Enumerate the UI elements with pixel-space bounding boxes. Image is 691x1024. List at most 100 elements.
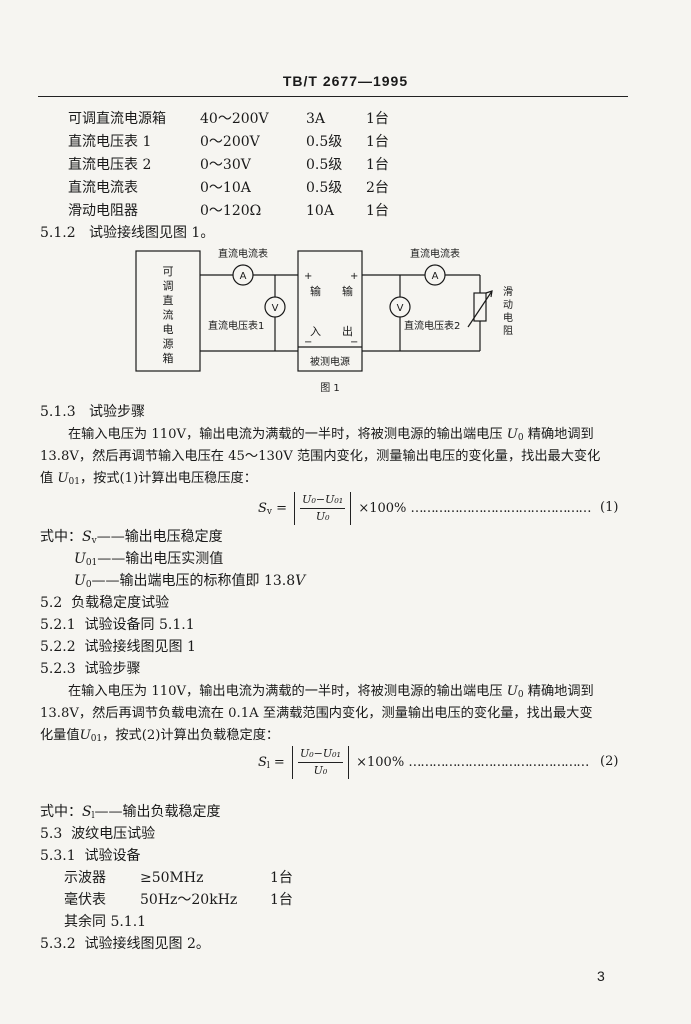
var-subscript: 0 [517,690,524,700]
table-cell-name: 直流电压表 1 [68,134,152,150]
table-cell-range: 50Hz～20kHz [140,892,238,908]
section-5-1-3-para-line-1: 在输入电压为 110V，输出电流为满载的一半时，将被测电源的输出端电压 U0 精… [68,426,594,447]
voltmeter-left-label: 直流电压表1 [208,319,264,332]
section-number: 5.3.1 [40,848,76,864]
voltmeter-right-icon [389,296,411,318]
resistor-vertical-label: 滑动电阻 [503,286,513,337]
section-text: 负载稳定度试验 [71,595,170,611]
table-cell-range: 0～30V [200,157,251,173]
where-1-item-2: U01——输出电压实测值 [74,550,223,572]
eq-numerator: U₀−U₀₁ [297,746,343,763]
section-title: 试验步骤 [84,661,141,677]
eq-lhs-sub: v [266,507,272,517]
ammeter-left-icon [232,264,254,286]
ammeter-right-icon [424,264,446,286]
voltmeter-left-icon [264,296,286,318]
table-cell-qty: 1台 [366,134,389,150]
where-lead: 式中： [40,804,82,820]
section-number: 5.2.3 [40,661,76,677]
section-number: 5.1.2 [40,225,76,241]
where-text: ——输出端电压的标称值即 13.8 [91,573,296,589]
table-cell-qty: 2台 [366,180,389,196]
where-unit: V [295,573,306,589]
section-text: 试验设备 [84,848,141,864]
var-symbol: U [506,684,518,699]
section-5-3: 5.3 波纹电压试验 [40,825,155,843]
section-text: 波纹电压试验 [71,826,156,842]
where-2-item-1: 式中：Sl——输出负载稳定度 [40,803,220,825]
section-5-2-1: 5.2.1 试验设备同 5.1.1 [40,616,195,634]
section-5-1-3-para-line-2: 13.8V，然后再调节输入电压在 45～130V 范围内变化，测量输出电压的变化… [40,449,601,464]
eq-dots: ……………………………………… [408,755,589,770]
section-text: 试验设备同 5.1.1 [84,617,195,633]
vertical-label-char: 直 [163,293,174,307]
ammeter-right-label: 直流电流表 [410,247,460,260]
eq-denominator: U₀ [315,510,330,523]
section-text: 试验接线图见图 1 [84,639,196,655]
table-cell-name: 可调直流电源箱 [68,111,166,127]
figure-1-caption: 图 1 [320,382,340,394]
para-text: ，按式(1)计算出电压稳压度： [79,471,257,486]
table-cell-spec: 3A [306,111,326,127]
section-number: 5.2 [40,595,63,611]
section-number: 5.2.1 [40,617,76,633]
source-vertical-label: 可调直流电源箱 [163,265,174,365]
dut-input-label: 输 [310,284,321,298]
section-text: 试验接线图见图 1。 [88,225,215,241]
page-number: 3 [597,968,605,984]
standard-number: TB/T 2677—1995 [282,73,409,89]
eq-lhs: S [258,501,267,516]
para-text: 化量值 [40,728,80,743]
table-cell-spec: 0.5级 [306,134,343,150]
table-cell-range: ≥50MHz [140,870,204,886]
var-subscript: 01 [68,477,80,487]
section-5-1-3-para-line-3: 值 U01，按式(1)计算出电压稳压度： [40,470,257,491]
equation-1: Sv = U₀−U₀₁ U₀ ×100% ……………………………………… [258,492,592,525]
vertical-label-char: 流 [163,308,174,322]
section-number: 5.3 [40,826,63,842]
table-cell-spec: 0.5级 [306,180,343,196]
where-subscript: 0 [85,580,92,590]
section-5-2-3-para-line-1: 在输入电压为 110V，输出电流为满载的一半时，将被测电源的输出端电压 U0 精… [68,683,594,704]
ammeter-symbol: A [240,271,247,282]
vertical-label-char: 阻 [503,325,513,337]
dut-minus-in: − [304,337,312,348]
eq-numerator: U₀−U₀₁ [300,492,346,509]
section-number: 5.2.2 [40,639,76,655]
eq-denominator: U₀ [313,764,328,777]
where-symbol: S [82,804,92,820]
table-cell-name: 滑动电阻器 [68,203,138,219]
dut-name: 被测电源 [310,355,350,368]
para-text: 精确地调到 [527,427,594,442]
var-symbol: U [57,471,69,486]
where-text: ——输出电压实测值 [97,551,224,567]
table-cell-qty: 1台 [270,892,293,908]
where-text: ——输出电压稳定度 [96,529,223,545]
section-5-2: 5.2 负载稳定度试验 [40,594,169,612]
section-number: 5.3.2 [40,936,76,952]
voltmeter-symbol: V [272,303,279,314]
eq-tail: ×100% [358,501,407,516]
where-symbol: U [74,551,86,567]
table-cell-range: 40～200V [200,111,269,127]
dut-plus-in: + [304,271,312,282]
section-5-3-2: 5.3.2 试验接线图见图 2。 [40,935,210,953]
equation-1-label: (1) [600,500,619,515]
vertical-label-char: 电 [503,311,513,324]
section-5-2-3-para-line-3: 化量值U01，按式(2)计算出负载稳定度： [40,727,279,748]
eq-dots: ……………………………………… [410,501,592,516]
eq-fraction: U₀−U₀₁ U₀ [294,492,352,525]
section-text: 试验接线图见图 2。 [84,936,210,952]
table-cell-name: 示波器 [64,870,106,886]
where-1-item-1: 式中：Sv——输出电压稳定度 [40,528,223,550]
table-cell-spec: 0.5级 [306,157,343,173]
section-number: 5.1.3 [40,404,76,420]
vertical-label-char: 可 [163,265,174,278]
sliding-resistor-icon [473,292,487,322]
section-5-2-3-heading: 5.2.3 试验步骤 [40,660,141,678]
var-symbol: U [79,728,91,743]
where-symbol: S [82,529,92,545]
ammeter-symbol: A [432,271,439,282]
table-cell-qty: 1台 [366,111,389,127]
section-5-1-2: 5.1.2 试验接线图见图 1。 [40,224,214,242]
